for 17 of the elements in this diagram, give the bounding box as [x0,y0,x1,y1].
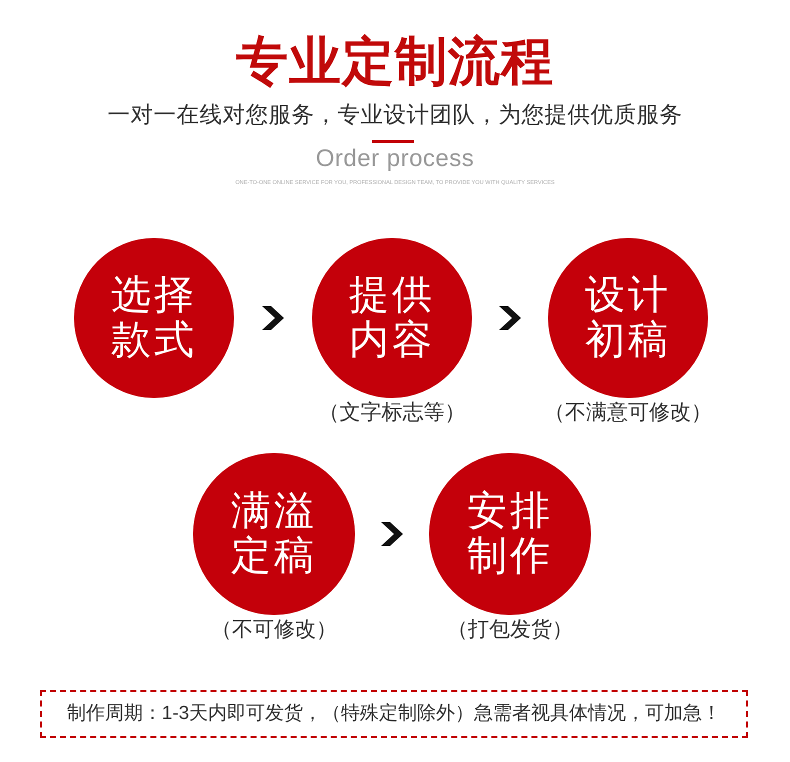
step-note: （文字标志等） [318,400,466,426]
step-label: 选择款式 [110,273,198,363]
step-label: 满溢定稿 [230,489,318,579]
chevron-arrow [381,522,403,546]
step-note: （不可修改） [211,617,337,643]
chevron-arrow [262,306,284,330]
section-heading: Order process [316,145,474,173]
step-note: （打包发货） [447,617,573,643]
note-text: 制作周期：1-3天内即可发货，（特殊定制除外）急需者视具体情况，可加急！ [66,702,722,726]
dashed-note-box [40,690,748,738]
page-title: 专业定制流程 [236,33,554,91]
chevron-arrow [499,306,521,330]
step-label: 提供内容 [348,273,436,363]
subtitle: 一对一在线对您服务，专业设计团队，为您提供优质服务 [108,101,682,129]
step-label: 设计初稿 [584,273,672,363]
step-label: 安排制作 [466,489,554,579]
step-note: （不满意可修改） [544,400,712,426]
